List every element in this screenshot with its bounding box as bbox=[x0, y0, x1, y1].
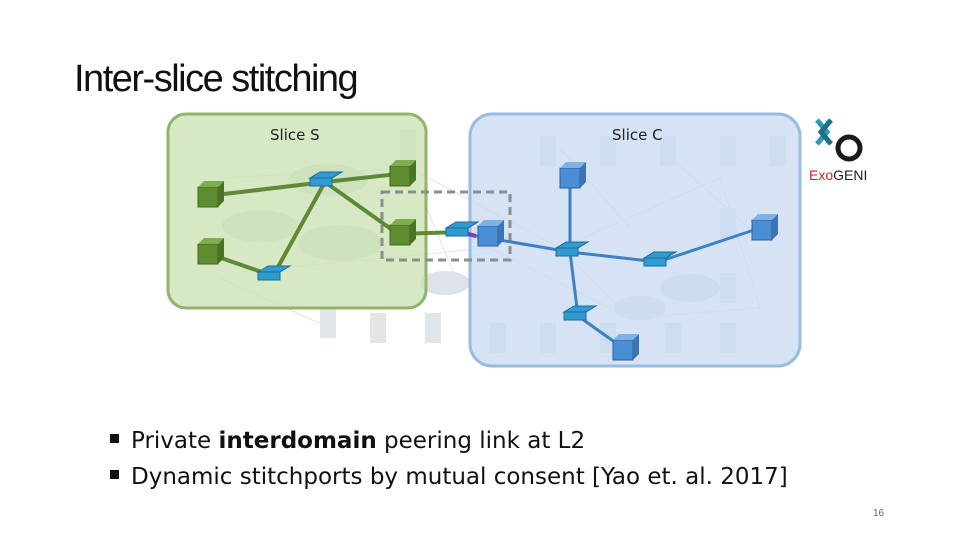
switch bbox=[562, 305, 598, 321]
blue-node bbox=[477, 220, 504, 247]
switch-nodes bbox=[256, 171, 678, 321]
slice-s-nodes bbox=[197, 160, 416, 265]
switch bbox=[308, 171, 344, 187]
svg-text:ExoGENI: ExoGENI bbox=[809, 167, 867, 183]
blue-node bbox=[751, 214, 778, 241]
blue-node bbox=[559, 162, 586, 189]
switch bbox=[444, 221, 480, 237]
slice-c-region bbox=[468, 112, 802, 368]
bullet-square-icon bbox=[110, 470, 119, 479]
bullet-item: Dynamic stitchports by mutual consent [Y… bbox=[110, 464, 788, 500]
slice-c-nodes bbox=[477, 162, 778, 361]
slice-s-region bbox=[166, 112, 428, 310]
page-number: 16 bbox=[873, 508, 885, 519]
blue-node bbox=[612, 334, 639, 361]
switch bbox=[642, 251, 678, 267]
switch bbox=[554, 241, 590, 257]
stitch-region bbox=[380, 190, 512, 262]
switch bbox=[256, 265, 292, 281]
network-diagram bbox=[166, 112, 802, 368]
green-node bbox=[389, 160, 416, 187]
bullet-item: Private interdomain peering link at L2 bbox=[110, 428, 788, 464]
green-node bbox=[389, 219, 416, 246]
green-node bbox=[197, 238, 224, 265]
bullet-list: Private interdomain peering link at L2 D… bbox=[110, 428, 788, 500]
exogeni-icon bbox=[815, 118, 863, 162]
green-node bbox=[197, 181, 224, 208]
slice-s-label: Slice S bbox=[270, 126, 320, 144]
slide-title: Inter-slice stitching bbox=[74, 58, 359, 100]
exogeni-logo: ExoGENI bbox=[809, 118, 867, 183]
bullet-square-icon bbox=[110, 434, 119, 443]
slice-c-label: Slice C bbox=[612, 126, 663, 144]
